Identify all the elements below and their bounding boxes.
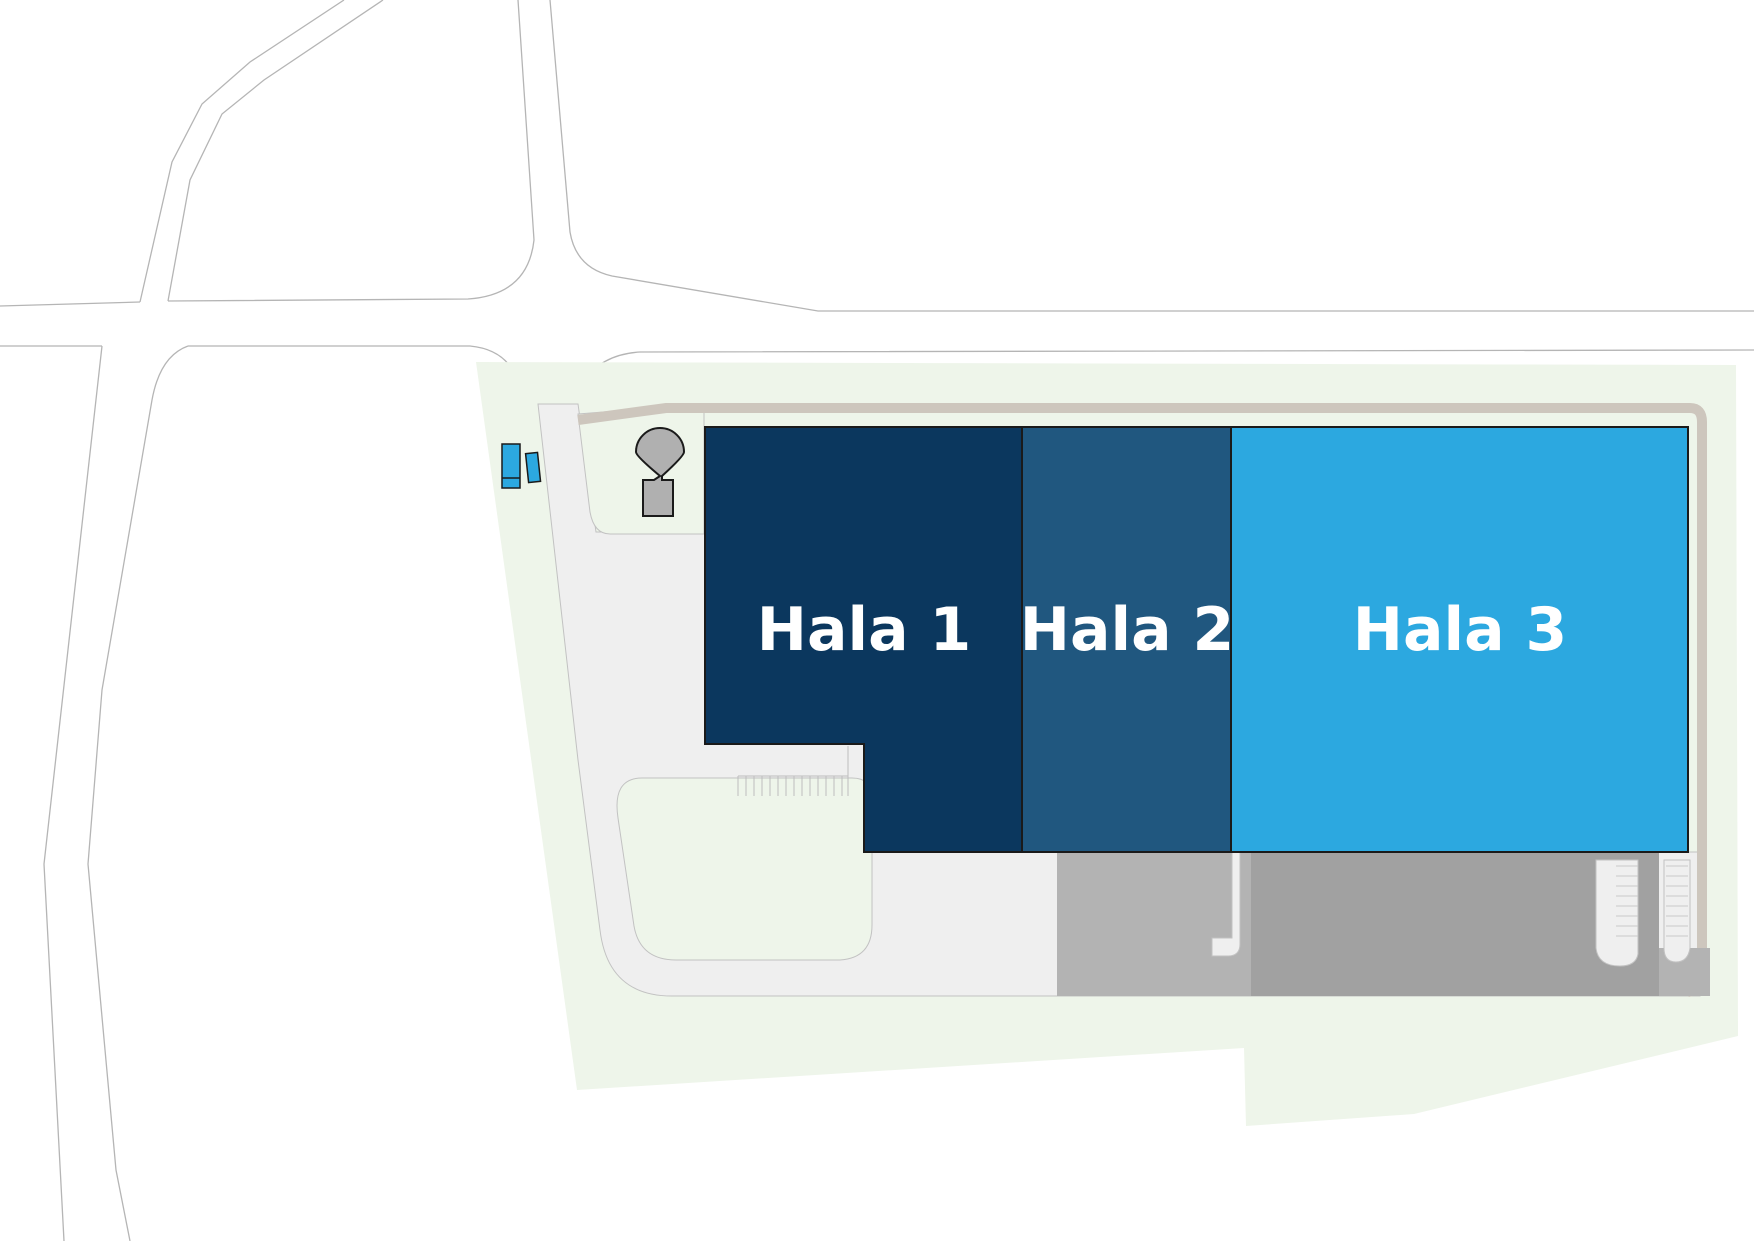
loading-ramp-right: [1663, 859, 1691, 963]
road-edge: [87, 345, 189, 1241]
road-edge: [43, 345, 103, 1241]
hala-1-label: Hala 1: [757, 595, 971, 665]
parking-stripes: [737, 746, 849, 796]
green-island: [616, 777, 873, 961]
green-corner: [577, 403, 705, 535]
truck-icon: [501, 443, 542, 489]
road-edge: [139, 0, 345, 303]
road-edge: [188, 345, 521, 391]
road-edge: [167, 0, 384, 302]
parking-area-dark: [1251, 852, 1659, 996]
hala-2-building[interactable]: [1021, 426, 1232, 853]
parking-area-light: [1057, 852, 1253, 996]
ramp-hatching: [1616, 865, 1688, 937]
road-edge: [167, 0, 535, 302]
hala-2-label: Hala 2: [1020, 595, 1234, 665]
hala-3-building[interactable]: [1230, 426, 1689, 853]
hala-3-label: Hala 3: [1353, 595, 1567, 665]
road-edge: [0, 301, 141, 307]
water-tower-icon: [634, 427, 686, 517]
parking-notch: [1211, 851, 1241, 957]
road-edge: [549, 0, 1754, 312]
